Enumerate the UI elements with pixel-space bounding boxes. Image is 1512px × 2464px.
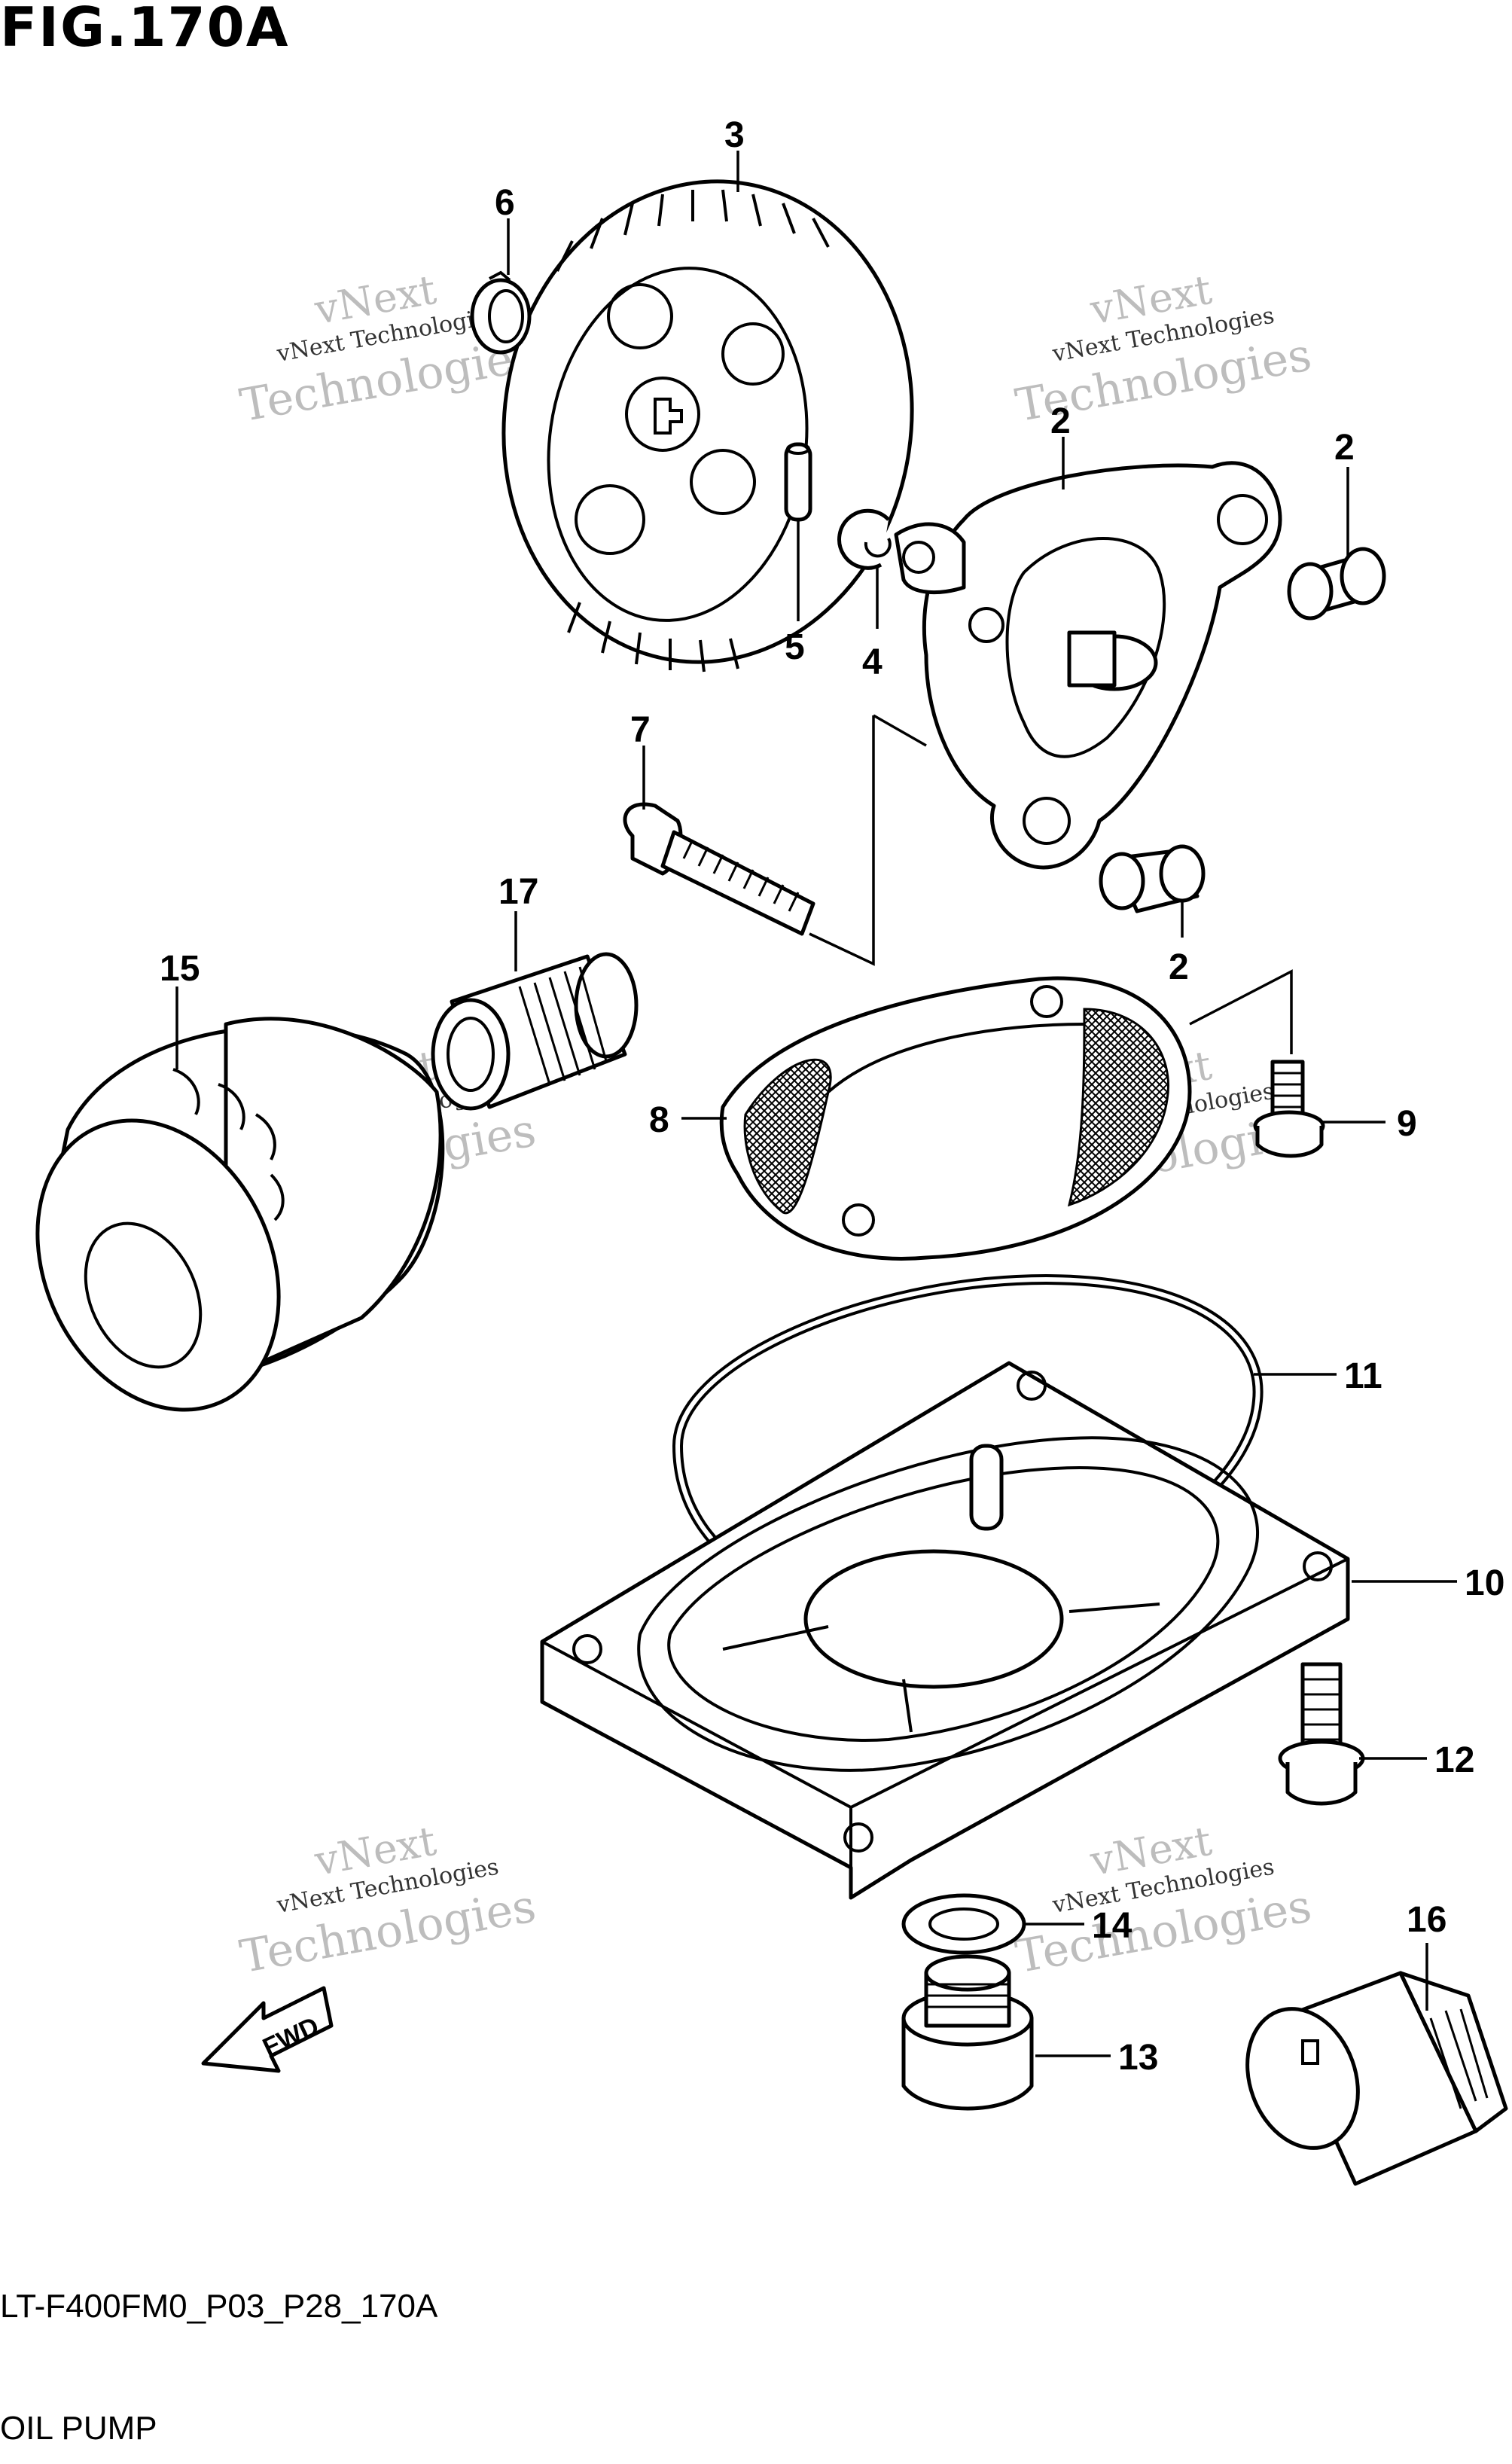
- part-15-oil-filter: [35, 1017, 445, 1412]
- part-6-circlip: [470, 270, 532, 355]
- part-4-e-clip: [837, 508, 892, 570]
- part-9-bolt: [1253, 1060, 1325, 1158]
- fwd-arrow: FWD: [201, 1986, 334, 2073]
- callout-12: 12: [1434, 1740, 1474, 1780]
- callout-4: 4: [862, 642, 883, 682]
- callout-13: 13: [1118, 2038, 1158, 2078]
- part-2-dowel-pin-upper: [1287, 547, 1386, 621]
- part-3-driven-gear: [501, 179, 914, 672]
- part-17-nipple: [431, 952, 639, 1111]
- part-16-pressure-switch: [1245, 1971, 1508, 2186]
- callout-2-upper: 2: [1334, 428, 1355, 468]
- section-name: OIL PUMP: [0, 2410, 157, 2447]
- part-10-oil-pan: [540, 1361, 1350, 1900]
- callouts: 3 6 5 4 2 2 2 7 17 15 8 9 11 10 12 14: [160, 115, 1504, 2078]
- callout-16: 16: [1407, 1900, 1446, 1940]
- callout-10: 10: [1465, 1563, 1504, 1603]
- callout-11: 11: [1344, 1356, 1382, 1396]
- part-7-bolt: [623, 802, 815, 936]
- watermark: vNext Technologies vNext Technologies: [1012, 266, 1315, 432]
- callout-15: 15: [160, 949, 200, 989]
- callout-14: 14: [1092, 1906, 1132, 1946]
- part-5-pin: [784, 442, 812, 522]
- callout-7: 7: [630, 710, 651, 750]
- callout-1: 2: [1050, 401, 1071, 441]
- drawing-code: LT-F400FM0_P03_P28_170A: [0, 2288, 438, 2325]
- part-14-gasket: [901, 1893, 1026, 1955]
- callout-8: 8: [649, 1100, 669, 1140]
- part-1-pump-body: [894, 461, 1282, 870]
- part-12-bolt: [1278, 1662, 1365, 1806]
- part-13-drain-plug: [901, 1954, 1034, 2111]
- callout-5: 5: [785, 627, 805, 667]
- figure-title: FIG.170A: [0, 0, 290, 59]
- callout-2-lower: 2: [1169, 947, 1189, 987]
- callout-9: 9: [1397, 1104, 1417, 1144]
- watermark: vNext Technologies vNext Technologies: [236, 1817, 540, 1984]
- callout-6: 6: [495, 183, 515, 223]
- callout-17: 17: [498, 872, 538, 912]
- part-8-strainer: [719, 976, 1192, 1261]
- watermark: vNext Technologies vNext Technologies: [1012, 1817, 1315, 1984]
- part-2-dowel-pin-lower: [1099, 844, 1206, 913]
- callout-3: 3: [724, 115, 745, 155]
